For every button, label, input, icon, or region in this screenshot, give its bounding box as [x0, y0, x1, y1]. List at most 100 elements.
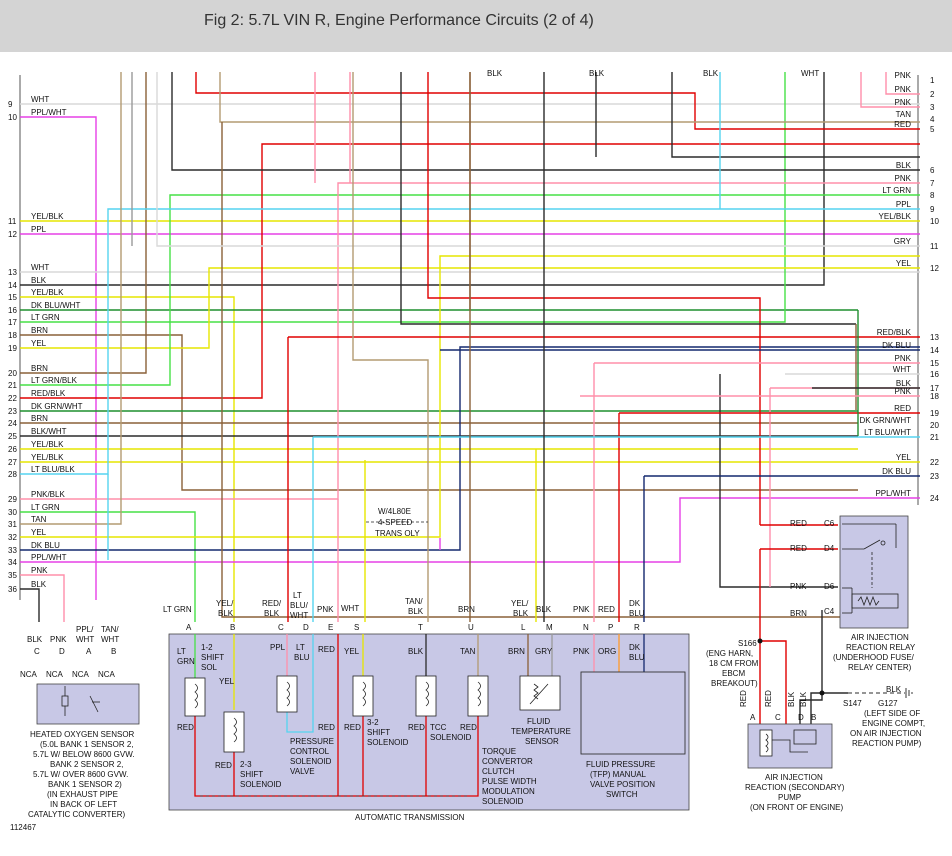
relay-pin: D6 [824, 582, 835, 591]
component-label: SHIFT [240, 770, 263, 779]
wire-dk-blu [643, 475, 920, 622]
right-pin-number: 16 [930, 370, 939, 379]
relay-wire-label: PNK [790, 582, 807, 591]
inner-wire-label: BRN [508, 647, 525, 656]
solenoid-2-3-icon [223, 711, 245, 753]
left-wire-label: RED/BLK [31, 389, 66, 398]
right-pin-number: 15 [930, 359, 939, 368]
inner-wire-label: YEL [219, 677, 235, 686]
wire-dk-blu [20, 346, 920, 551]
component-label: SWITCH [606, 790, 638, 799]
right-wire-label: PNK [895, 354, 912, 363]
wire-red [760, 640, 787, 724]
wire-pnk [20, 182, 920, 500]
component-label: TEMPERATURE [511, 727, 571, 736]
right-wire-label: TAN [896, 110, 912, 119]
right-wire-label: LT BLU/WHT [864, 428, 911, 437]
wire-pnk [860, 72, 920, 108]
right-pin-number: 24 [930, 494, 939, 503]
wire-lt-grn [20, 72, 786, 323]
trans-top-wire: BLK [264, 609, 280, 618]
o2-wire-label: PPL/ [76, 625, 94, 634]
inner-wire-label: TAN [460, 647, 476, 656]
left-wire-label: LT BLU/BLK [31, 465, 75, 474]
pump-desc: AIR INJECTION [765, 773, 823, 782]
trans-pin: B [230, 623, 235, 632]
inner-wire-label: DK [629, 643, 641, 652]
pressure-control-solenoid-icon [276, 675, 298, 713]
wire-brn [221, 122, 840, 618]
splice-label: S147 [843, 699, 862, 708]
right-pin-number: 23 [930, 472, 939, 481]
o2-pin: B [111, 647, 116, 656]
splice-label: S166 [738, 639, 757, 648]
left-wire-label: YEL [31, 528, 47, 537]
right-wire-label: PNK [895, 98, 912, 107]
left-wire-label: YEL/BLK [31, 288, 64, 297]
pump-desc: (ON FRONT OF ENGINE) [750, 803, 844, 812]
trans-top-wire: BLK [408, 607, 424, 616]
left-wire-label: PPL [31, 225, 47, 234]
left-pin-number: 9 [8, 100, 13, 109]
trans-top-wire: TAN/ [405, 597, 423, 606]
trans-pin: R [634, 623, 640, 632]
trans-top-wire: YEL/ [216, 599, 234, 608]
wire-tan [352, 72, 429, 622]
component-label: MODULATION [482, 787, 535, 796]
right-pin-number: 17 [930, 384, 939, 393]
left-pin-number: 36 [8, 585, 17, 594]
trans-top-wire: BLK [513, 609, 529, 618]
bottom-red-label: RED [215, 761, 232, 770]
component-label: SHIFT [201, 653, 224, 662]
pump-pin: C [775, 713, 781, 722]
component-label: (TFP) MANUAL [590, 770, 647, 779]
bottom-red-label: RED [177, 723, 194, 732]
o2-desc: BANK 1 SENSOR 2) [48, 780, 122, 789]
wire-yel [20, 296, 235, 622]
component-label: SENSOR [525, 737, 559, 746]
solenoid-1-2-icon [184, 677, 206, 717]
right-pin-number: 6 [930, 166, 935, 175]
trans-top-wire: WHT [341, 604, 359, 613]
bottom-red-label: RED [460, 723, 477, 732]
o2-desc: CATALYTIC CONVERTER) [28, 810, 126, 819]
top-label: BLK [589, 69, 605, 78]
trans-pin: A [186, 623, 192, 632]
splice-desc: 18 CM FROM [709, 659, 759, 668]
right-wire-label: WHT [893, 365, 911, 374]
wire-red [759, 524, 838, 724]
ground-desc: (LEFT SIDE OF [864, 709, 920, 718]
trans-pin: U [468, 623, 474, 632]
inner-wire-label: GRN [177, 657, 195, 666]
component-label: TCC [430, 723, 447, 732]
left-wire-label: WHT [31, 263, 49, 272]
trans-top-wire: BRN [458, 605, 475, 614]
trans-top-wire: LT [293, 591, 302, 600]
top-label: BLK [703, 69, 719, 78]
wire-pnk [593, 362, 920, 622]
left-wire-label: YEL/BLK [31, 212, 64, 221]
right-wire-label: DK GRN/WHT [859, 416, 911, 425]
bottom-red-label: RED [408, 723, 425, 732]
component-label: 1-2 [201, 643, 213, 652]
air-injection-relay: RED C6 RED D4 PNK D6 BRN C4 AIR INJECTIO… [790, 515, 916, 672]
inner-wire-label: RED [318, 645, 335, 654]
right-wire-label: YEL [896, 259, 912, 268]
o2-desc: IN BACK OF LEFT [50, 800, 117, 809]
relay-desc: AIR INJECTION [851, 633, 909, 642]
inner-wire-label: BLU [294, 653, 310, 662]
tfp-switch-icon [580, 671, 686, 755]
left-wire-label: BLK [31, 580, 47, 589]
component-label: SOL [201, 663, 218, 672]
relay-body [839, 515, 909, 629]
left-pin-number: 32 [8, 533, 17, 542]
wire-tan [219, 72, 920, 123]
wire-lt-grn [20, 194, 920, 386]
left-wire-label: YEL/BLK [31, 453, 64, 462]
right-pin-number: 2 [930, 90, 935, 99]
trans-pin: D [303, 623, 309, 632]
right-wire-label: RED [894, 404, 911, 413]
trans-pin: S [354, 623, 359, 632]
inner-wire-label: LT [177, 647, 186, 656]
pump-desc: PUMP [778, 793, 801, 802]
